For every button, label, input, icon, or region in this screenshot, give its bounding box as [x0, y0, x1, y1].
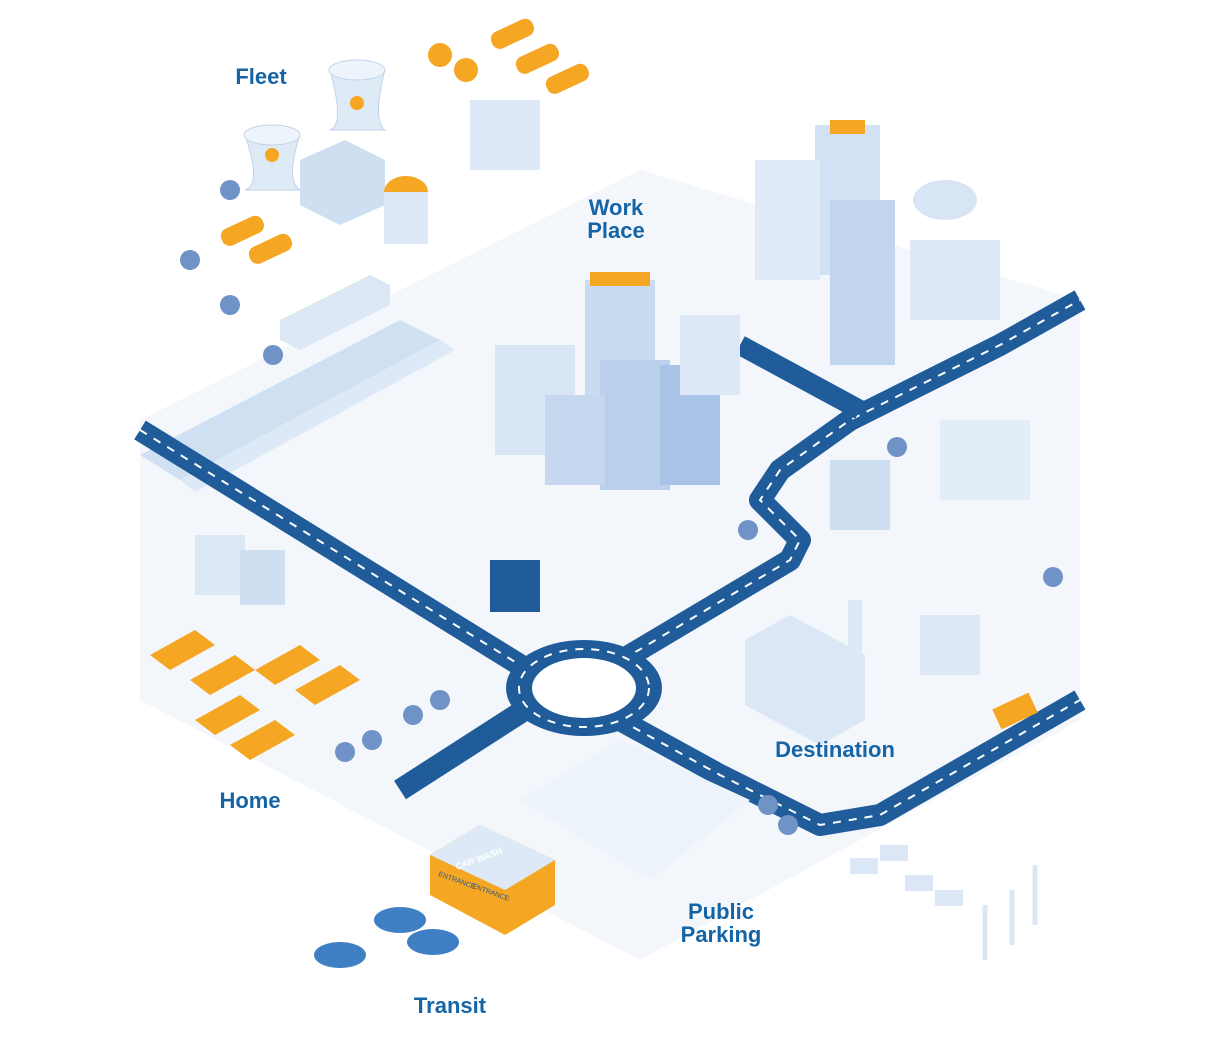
apartment-block: [745, 615, 865, 745]
tanker-truck: [220, 215, 265, 246]
zone-label-public-parking: Public Parking: [680, 899, 762, 947]
house-roof: [190, 655, 255, 695]
energy-area: [850, 845, 1038, 960]
zone-label-work-place: Work Place: [587, 195, 645, 243]
tree: [335, 742, 355, 762]
tanker-truck: [248, 233, 293, 264]
cooling-tower-top: [328, 59, 386, 81]
solar-panel: [880, 845, 908, 861]
transit-area: CAR WASH ENTRANCE ENTRANCE: [314, 825, 555, 968]
solar-panel: [935, 890, 963, 906]
chimney: [848, 600, 862, 655]
tower: [830, 200, 895, 365]
tower-roof: [830, 120, 865, 134]
tower: [755, 160, 820, 280]
tanker-truck: [515, 43, 560, 74]
house-roof: [150, 630, 215, 670]
zone-label-home: Home: [219, 788, 281, 813]
office-building: [545, 395, 605, 485]
office-block: [920, 615, 980, 675]
zone-label-destination: Destination: [775, 737, 895, 762]
road-workplace: [735, 336, 865, 419]
car: [314, 942, 366, 968]
reactor-building: [384, 192, 428, 244]
tree: [778, 815, 798, 835]
roundabout-inner: [532, 658, 636, 718]
tower: [910, 240, 1000, 320]
solar-panel: [905, 875, 933, 891]
apartment: [240, 550, 285, 605]
office-block: [940, 420, 1030, 500]
car: [374, 907, 426, 933]
roundabout-marking: [518, 648, 650, 728]
fuel-tank: [454, 58, 478, 82]
tree: [758, 795, 778, 815]
zone-label-transit: Transit: [413, 993, 487, 1018]
tower-roof: [590, 272, 650, 286]
round-tower: [913, 180, 977, 220]
radiation-icon: [265, 148, 279, 162]
tree: [180, 250, 200, 270]
destination-area: [745, 420, 1038, 745]
radiation-icon: [350, 96, 364, 110]
road-main-marking: [139, 429, 1081, 827]
house-roof: [295, 665, 360, 705]
zone-label-fleet: Fleet: [235, 64, 287, 89]
work-place-area: [490, 120, 1000, 612]
tree: [1043, 567, 1063, 587]
home-area: [150, 535, 360, 760]
house-roof: [255, 645, 320, 685]
dark-building: [490, 560, 540, 612]
delivery-truck: [992, 692, 1038, 730]
tree: [220, 295, 240, 315]
tower: [600, 360, 670, 490]
river: [140, 320, 440, 480]
office-block: [470, 100, 540, 170]
road-north-marking: [579, 299, 1081, 686]
trees: [180, 180, 1063, 835]
tree: [220, 180, 240, 200]
tower: [680, 315, 740, 395]
tree: [403, 705, 423, 725]
tanker-truck: [545, 63, 590, 94]
tree: [738, 520, 758, 540]
public-parking-area: [520, 740, 750, 880]
fleet-area: [220, 18, 590, 350]
apartment: [195, 535, 245, 595]
road-south: [394, 690, 546, 800]
parking-lot: [520, 740, 750, 880]
tree: [887, 437, 907, 457]
car: [407, 929, 459, 955]
river-bank: [180, 340, 455, 492]
tanker-truck: [490, 18, 535, 49]
house-roof: [230, 720, 295, 760]
solar-panel: [850, 858, 878, 874]
office-block: [830, 460, 890, 530]
tree: [263, 345, 283, 365]
fuel-tank: [428, 43, 452, 67]
factory: [300, 140, 385, 225]
cooling-tower-top: [243, 124, 301, 146]
cooling-tower: [244, 134, 302, 191]
tree: [430, 690, 450, 710]
tree: [362, 730, 382, 750]
car-wash-roof: [430, 825, 555, 890]
house-roof: [195, 695, 260, 735]
warehouse: [280, 275, 390, 350]
